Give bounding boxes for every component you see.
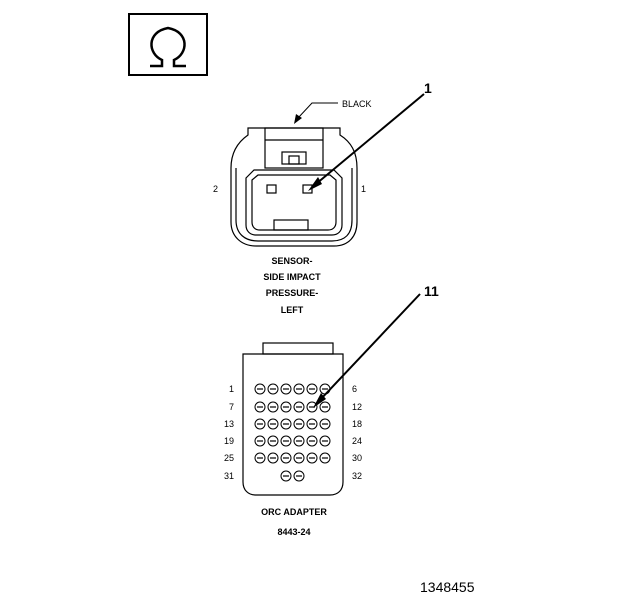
adapter-row-left-5: 25 — [224, 453, 234, 463]
adapter-pin-15 — [280, 418, 292, 430]
adapter-pin-4 — [293, 383, 305, 395]
adapter-row-right-6: 32 — [352, 471, 362, 481]
adapter-connector — [242, 342, 344, 496]
adapter-pin-27 — [280, 452, 292, 464]
adapter-pin-26 — [267, 452, 279, 464]
ohm-icon — [128, 13, 208, 76]
adapter-pin-12 — [319, 401, 331, 413]
sensor-title-line-2: SIDE IMPACT — [263, 272, 321, 282]
sensor-pin-1: 1 — [361, 184, 366, 194]
adapter-row-right-1: 6 — [352, 384, 357, 394]
adapter-pin-3 — [280, 383, 292, 395]
adapter-row-right-5: 30 — [352, 453, 362, 463]
adapter-pin-14 — [267, 418, 279, 430]
callout-1: 1 — [424, 80, 432, 96]
adapter-pin-2 — [267, 383, 279, 395]
adapter-pin-10 — [293, 401, 305, 413]
adapter-row-left-3: 13 — [224, 419, 234, 429]
adapter-pin-24 — [319, 435, 331, 447]
figure-id: 1348455 — [420, 579, 475, 595]
adapter-row-right-3: 18 — [352, 419, 362, 429]
adapter-pin-19 — [254, 435, 266, 447]
adapter-pin-16 — [293, 418, 305, 430]
callout-11: 11 — [424, 283, 439, 299]
adapter-row-left-4: 19 — [224, 436, 234, 446]
sensor-title-line-4: LEFT — [281, 305, 304, 315]
adapter-pin-32 — [293, 470, 305, 482]
sensor-pin-2: 2 — [213, 184, 218, 194]
adapter-row-left-6: 31 — [224, 471, 234, 481]
adapter-title: ORC ADAPTER — [261, 507, 327, 517]
sensor-title-line-1: SENSOR- — [271, 256, 312, 266]
adapter-row-left-1: 1 — [229, 384, 234, 394]
adapter-pin-21 — [280, 435, 292, 447]
adapter-pin-30 — [319, 452, 331, 464]
adapter-pin-22 — [293, 435, 305, 447]
sensor-title-line-3: PRESSURE- — [266, 288, 319, 298]
adapter-row-right-2: 12 — [352, 402, 362, 412]
adapter-row-left-2: 7 — [229, 402, 234, 412]
adapter-pin-31 — [280, 470, 292, 482]
adapter-pin-7 — [254, 401, 266, 413]
adapter-pin-grid — [254, 383, 331, 482]
adapter-pin-28 — [293, 452, 305, 464]
callout-11-arrow — [313, 293, 421, 408]
adapter-pin-8 — [267, 401, 279, 413]
adapter-pin-25 — [254, 452, 266, 464]
adapter-pin-11 — [306, 401, 318, 413]
adapter-pin-17 — [306, 418, 318, 430]
adapter-pin-5 — [306, 383, 318, 395]
adapter-part-number: 8443-24 — [277, 527, 310, 537]
wire-color-label: BLACK — [342, 99, 372, 109]
adapter-pin-23 — [306, 435, 318, 447]
adapter-pin-9 — [280, 401, 292, 413]
wire-color-leader — [294, 102, 338, 124]
callout-1-arrow — [308, 93, 425, 191]
adapter-pin-1 — [254, 383, 266, 395]
sensor-connector — [230, 127, 358, 247]
adapter-pin-13 — [254, 418, 266, 430]
adapter-pin-20 — [267, 435, 279, 447]
adapter-pin-29 — [306, 452, 318, 464]
adapter-pin-18 — [319, 418, 331, 430]
adapter-row-right-4: 24 — [352, 436, 362, 446]
